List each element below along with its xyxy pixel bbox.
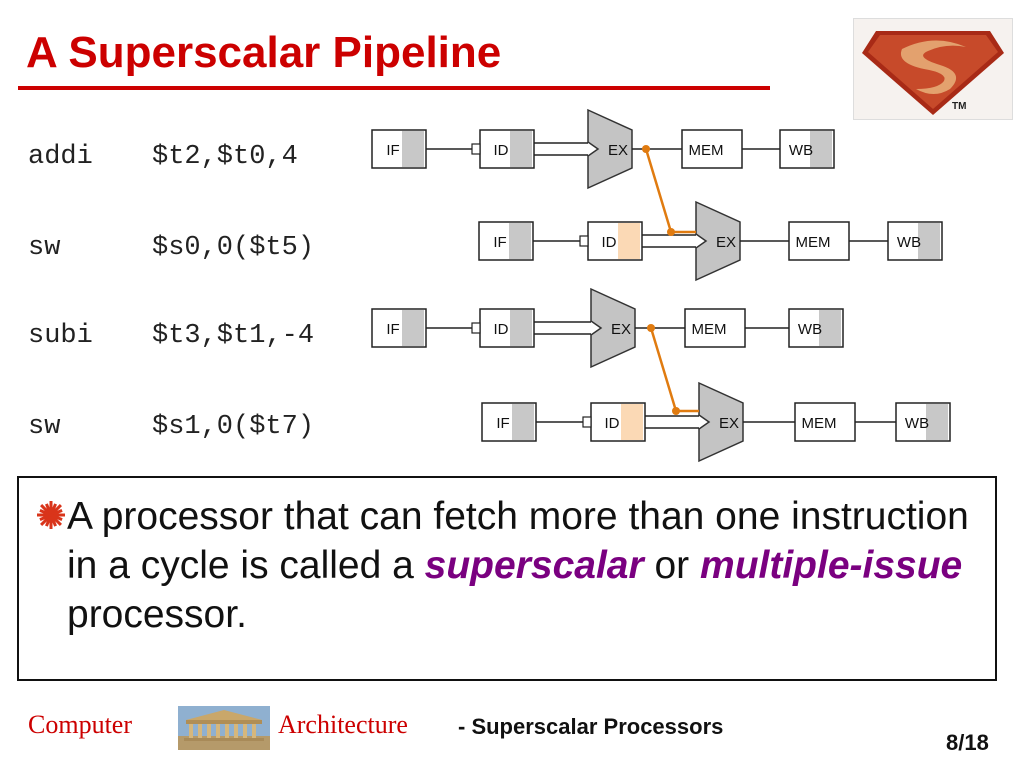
stage-ex-label: EX <box>608 142 628 159</box>
forwarding-dot <box>667 228 675 236</box>
footer-subtitle: - Superscalar Processors <box>458 714 724 739</box>
forwarding-dot <box>647 324 655 332</box>
instruction-opcode: sw <box>28 412 61 442</box>
latch <box>579 235 589 247</box>
forwarding-dot <box>672 407 680 415</box>
superman-logo: TM <box>853 18 1013 120</box>
stage-mem-shade <box>825 223 847 259</box>
latch <box>582 416 592 428</box>
bullet-text-end: processor. <box>67 593 247 636</box>
instruction-operands: $s0,0($t5) <box>152 233 315 263</box>
pipeline-diagram: IF ID EX MEM WB IF ID EX MEM WB IF ID EX MEM WB IF ID EX M… <box>371 108 951 463</box>
stage-mem-shade <box>831 404 853 440</box>
stage-wb-shade <box>926 404 948 440</box>
stage-mem-label: MEM <box>689 142 724 159</box>
stage-id-label: ID <box>602 234 617 251</box>
stage-id-label: ID <box>494 321 509 338</box>
stage-mem-shade <box>718 131 740 167</box>
stage-id-label: ID <box>494 142 509 159</box>
stage-if-label: IF <box>496 415 509 432</box>
stage-id-shade <box>621 404 643 440</box>
footer-architecture: Architecture <box>278 710 408 739</box>
bullet-text-start: A processor that can fetch more than one… <box>67 495 969 587</box>
instruction-operands: $t2,$t0,4 <box>152 142 298 172</box>
instruction-opcode: subi <box>28 321 93 351</box>
definition-box: A processor that can fetch more than one… <box>17 476 997 681</box>
stage-ex <box>695 200 741 282</box>
stage-mem-shade <box>721 310 743 346</box>
stage-ex <box>587 108 633 190</box>
latch <box>471 322 481 334</box>
bullet-text-mid: or <box>643 544 701 587</box>
stage-wb-label: WB <box>798 321 822 338</box>
stage-ex-label: EX <box>716 234 736 251</box>
stage-if-label: IF <box>386 142 399 159</box>
stage-ex <box>698 381 744 463</box>
page-number: 8/18 <box>946 730 989 755</box>
stage-if-shade <box>512 404 534 440</box>
stage-ex-label: EX <box>611 321 631 338</box>
stage-wb-label: WB <box>897 234 921 251</box>
stage-wb-shade <box>810 131 832 167</box>
instruction-operands: $t3,$t1,-4 <box>152 321 315 351</box>
stage-wb-shade <box>819 310 841 346</box>
term-superscalar: superscalar <box>424 544 644 587</box>
instruction-row: sw $s1,0($t7) <box>28 412 314 442</box>
stage-id-shade <box>618 223 640 259</box>
parthenon-image <box>178 706 270 750</box>
title-underline <box>18 86 770 90</box>
stage-mem-label: MEM <box>796 234 831 251</box>
stage-mem-label: MEM <box>802 415 837 432</box>
instruction-row: addi $t2,$t0,4 <box>28 142 298 172</box>
starburst-bullet-icon <box>37 501 65 529</box>
stage-if-shade <box>509 223 531 259</box>
latch <box>471 143 481 155</box>
stage-if-label: IF <box>386 321 399 338</box>
instruction-opcode: sw <box>28 233 61 263</box>
stage-mem-label: MEM <box>692 321 727 338</box>
bullet-text: A processor that can fetch more than one… <box>67 492 977 639</box>
stage-id-label: ID <box>605 415 620 432</box>
stage-ex <box>590 287 636 369</box>
term-multiple-issue: multiple-issue <box>700 544 963 587</box>
stage-id-shade <box>510 310 532 346</box>
instruction-opcode: addi <box>28 142 93 172</box>
stage-id-shade <box>510 131 532 167</box>
svg-text:TM: TM <box>952 101 966 112</box>
stage-wb-shade <box>918 223 940 259</box>
stage-if-label: IF <box>493 234 506 251</box>
slide-title: A Superscalar Pipeline <box>26 28 502 77</box>
stage-if-shade <box>402 131 424 167</box>
stage-wb-label: WB <box>789 142 813 159</box>
stage-wb-label: WB <box>905 415 929 432</box>
forwarding-dot <box>642 145 650 153</box>
stage-ex-label: EX <box>719 415 739 432</box>
stage-if-shade <box>402 310 424 346</box>
instruction-operands: $s1,0($t7) <box>152 412 315 442</box>
footer-computer: Computer <box>28 710 132 739</box>
instruction-row: subi $t3,$t1,-4 <box>28 321 314 351</box>
instruction-row: sw $s0,0($t5) <box>28 233 314 263</box>
